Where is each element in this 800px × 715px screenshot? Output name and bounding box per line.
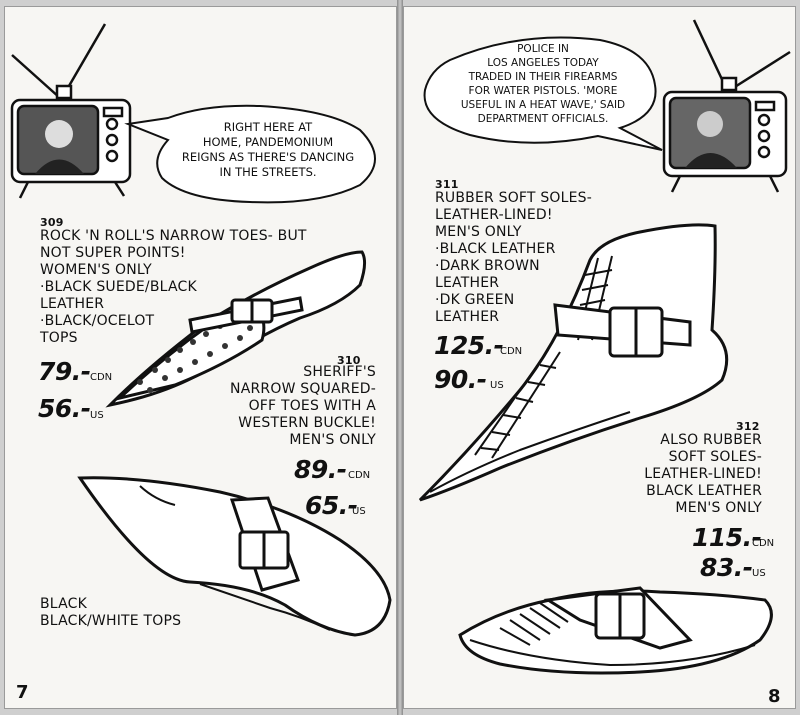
- item-312-price-us: 83.-: [700, 553, 753, 582]
- item-309-line-5: LEATHER: [40, 296, 105, 312]
- item-312-line-5: MEN'S ONLY: [675, 500, 762, 516]
- item-312-line-1: ALSO RUBBER: [660, 432, 762, 448]
- item-312-number: 312: [736, 420, 760, 433]
- speech-bubble-left-shape: [124, 104, 376, 204]
- bubble-left-line-4: IN THE STREETS.: [219, 165, 317, 179]
- item-311-cdn-label: CDN: [500, 346, 523, 357]
- bubble-left-line-3: REIGNS AS THERE'S DANCING: [181, 150, 355, 164]
- bubble-right-line-3: TRADED IN THEIR FIREARMS: [468, 71, 618, 83]
- item-309-line-7: TOPS: [40, 330, 78, 346]
- item-310-cdn-label: CDN: [348, 470, 371, 481]
- shoe-312-illustration: [458, 586, 773, 675]
- item-309-price-us: 56.-: [38, 394, 91, 423]
- item-309-line-2: NOT SUPER POINTS!: [40, 245, 186, 261]
- shoe-309-illustration: [105, 250, 367, 408]
- tv-set-right-illustration: [662, 19, 791, 193]
- item-310-line-1: SHERIFF'S: [303, 364, 376, 380]
- item-312-line-4: BLACK LEATHER: [646, 483, 762, 499]
- item-309-cdn-label: CDN: [90, 372, 113, 383]
- item-310-colors: BLACK BLACK/WHITE TOPS: [40, 596, 181, 630]
- item-310-color-2: BLACK/WHITE TOPS: [40, 613, 182, 629]
- item-309-line-6: ·BLACK/OCELOT: [40, 313, 155, 329]
- item-312-line-2: SOFT SOLES-: [668, 449, 762, 465]
- bubble-right-line-2: LOS ANGELES TODAY: [487, 57, 599, 69]
- bubble-left-line-1: RIGHT HERE AT: [223, 120, 313, 134]
- item-309-us-label: US: [90, 410, 104, 421]
- item-311-line-2: LEATHER-LINED!: [435, 207, 553, 223]
- bubble-right-line-6: DEPARTMENT OFFICIALS.: [477, 113, 609, 125]
- item-309-line-4: ·BLACK SUEDE/BLACK: [40, 279, 197, 295]
- item-310-description: SHERIFF'S NARROW SQUARED- OFF TOES WITH …: [208, 364, 376, 449]
- item-311-line-1: RUBBER SOFT SOLES-: [435, 190, 593, 206]
- speech-bubble-right: POLICE IN LOS ANGELES TODAY TRADED IN TH…: [428, 42, 658, 126]
- speech-bubble-right-shape: [423, 36, 663, 151]
- item-311-price-cdn: 125.-: [434, 331, 504, 360]
- item-309-line-1: ROCK 'N ROLL'S NARROW TOES- BUT: [40, 228, 307, 244]
- item-311-price-us: 90.-: [434, 365, 487, 394]
- item-310-line-3: OFF TOES WITH A: [248, 398, 376, 414]
- bubble-right-line-5: USEFUL IN A HEAT WAVE,' SAID: [460, 99, 626, 111]
- item-312-price-cdn: 115.-: [692, 523, 762, 552]
- item-312-description: ALSO RUBBER SOFT SOLES- LEATHER-LINED! B…: [600, 432, 762, 517]
- item-309-line-3: WOMEN'S ONLY: [40, 262, 152, 278]
- bubble-right-line-4: FOR WATER PISTOLS. 'MORE: [468, 85, 618, 97]
- item-310-price-us: 65.-: [305, 491, 358, 520]
- item-312-line-3: LEATHER-LINED!: [644, 466, 762, 482]
- item-309-number: 309: [40, 216, 64, 229]
- booklet-spine: [397, 0, 403, 715]
- item-311-line-6: LEATHER: [435, 275, 500, 291]
- item-311-description: RUBBER SOFT SOLES- LEATHER-LINED! MEN'S …: [435, 190, 592, 326]
- item-310-line-4: WESTERN BUCKLE!: [238, 415, 376, 431]
- item-311-line-3: MEN'S ONLY: [435, 224, 522, 240]
- item-311-us-label: US: [490, 380, 504, 391]
- bubble-left-line-2: HOME, PANDEMONIUM: [202, 135, 334, 149]
- item-310-price-cdn: 89.-: [294, 455, 347, 484]
- item-309-price-cdn: 79.-: [38, 357, 91, 386]
- item-310-line-2: NARROW SQUARED-: [230, 381, 376, 397]
- shoe-310-illustration: [77, 476, 392, 637]
- tv-set-left-illustration: [10, 23, 132, 199]
- item-310-line-5: MEN'S ONLY: [289, 432, 376, 448]
- item-311-line-4: ·BLACK LEATHER: [435, 241, 556, 257]
- page-number-left: 7: [16, 682, 29, 703]
- item-310-us-label: US: [352, 506, 366, 517]
- speech-bubble-left: RIGHT HERE AT HOME, PANDEMONIUM REIGNS A…: [168, 120, 368, 180]
- item-311-number: 311: [435, 178, 459, 191]
- item-311-line-5: ·DARK BROWN: [435, 258, 540, 274]
- item-312-cdn-label: CDN: [752, 538, 775, 549]
- page-number-right: 8: [768, 686, 781, 707]
- item-310-number: 310: [337, 354, 361, 367]
- item-309-description: ROCK 'N ROLL'S NARROW TOES- BUT NOT SUPE…: [40, 228, 307, 347]
- item-311-line-7: ·DK GREEN: [435, 292, 515, 308]
- item-312-us-label: US: [752, 568, 766, 579]
- shoe-311-illustration: [418, 223, 729, 502]
- item-310-color-1: BLACK: [40, 596, 88, 612]
- bubble-right-line-1: POLICE IN: [517, 43, 569, 55]
- item-311-line-8: LEATHER: [435, 309, 500, 325]
